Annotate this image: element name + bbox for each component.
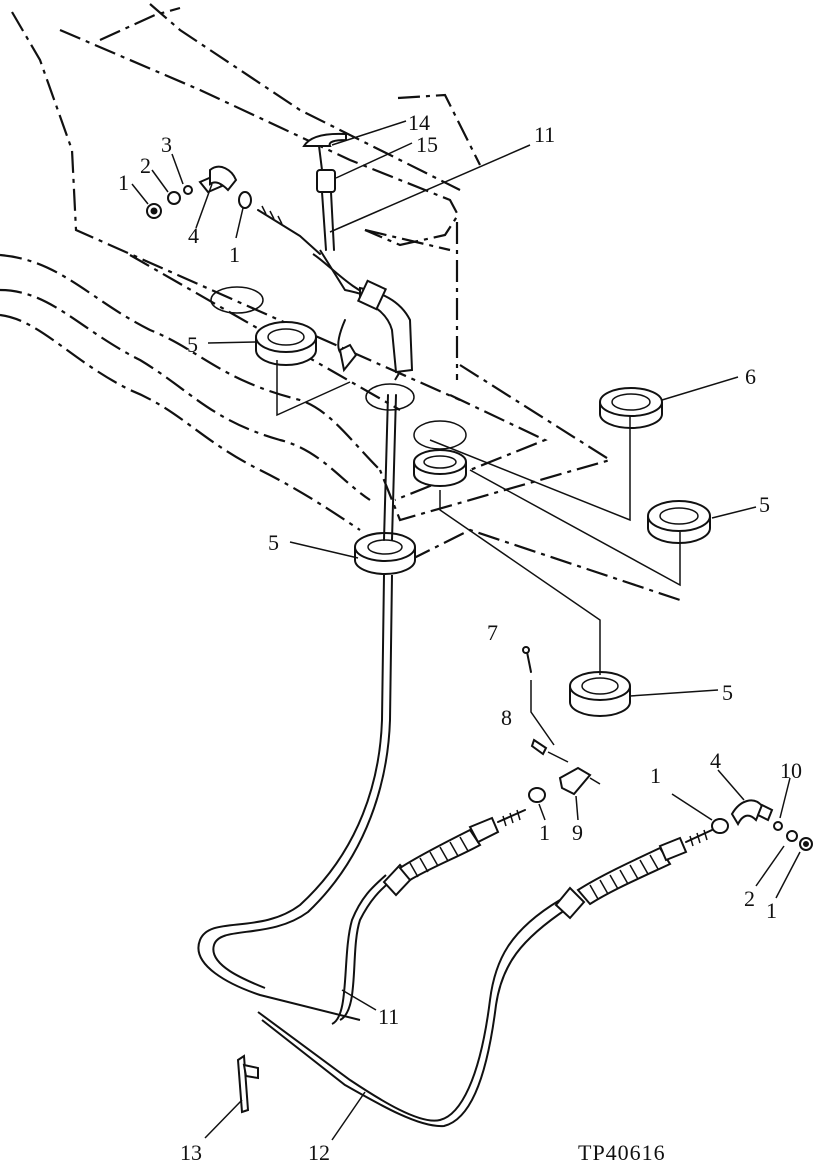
leader-lines	[131, 120, 801, 1141]
callout-1-b: 1	[229, 242, 240, 267]
grommet-5-upper-left	[255, 321, 317, 366]
lockwasher-3	[183, 185, 193, 195]
callout-4: 4	[188, 223, 199, 248]
callout-1: 1	[118, 170, 129, 195]
callout-7: 7	[487, 620, 498, 645]
elbow-4	[209, 165, 238, 192]
washer-2	[167, 191, 181, 205]
callout-15: 15	[416, 132, 438, 157]
callout-3: 3	[161, 132, 172, 157]
grommet-5-right	[647, 500, 711, 544]
callout-5-b: 5	[759, 492, 770, 517]
grommet-5-lower	[569, 671, 631, 717]
plate-hole	[210, 286, 264, 314]
nut-1-right	[711, 818, 729, 834]
cable-tie-13	[236, 1054, 259, 1114]
clip	[338, 343, 358, 373]
nut-1-mid	[528, 787, 546, 803]
callout-1-e: 1	[766, 898, 777, 923]
callout-14: 14	[408, 110, 430, 135]
bracket-parts	[522, 646, 601, 796]
callout-4-b: 4	[710, 748, 721, 773]
callout-12: 12	[308, 1140, 330, 1164]
cable-routing	[197, 574, 569, 1128]
grommet-5-plate	[413, 449, 467, 487]
grommet-6	[599, 387, 663, 429]
callout-5-a: 5	[187, 332, 198, 357]
nut-15	[316, 169, 336, 193]
callout-13: 13	[180, 1140, 202, 1164]
figure-reference-code: TP40616	[578, 1140, 666, 1164]
callout-11: 11	[534, 122, 555, 147]
callout-2-b: 2	[744, 886, 755, 911]
callout-8: 8	[501, 705, 512, 730]
callout-1-d: 1	[650, 763, 661, 788]
callouts: 1 2 3 4 1 14 15 11 5 6 5 5 5 7 8 1 9 1 4…	[118, 110, 802, 1164]
plate-hole	[365, 383, 415, 411]
elbow-4-right	[730, 799, 764, 827]
upper-hardware	[146, 165, 321, 255]
callout-10: 10	[780, 758, 802, 783]
frame-outline	[0, 3, 681, 602]
bolt-8	[530, 738, 548, 756]
callout-1-c: 1	[539, 820, 550, 845]
callout-2: 2	[140, 153, 151, 178]
callout-5-d: 5	[722, 680, 733, 705]
cable-end-right	[554, 799, 813, 920]
nut-1-upper	[238, 191, 252, 209]
grommet-leader-lines	[276, 360, 681, 675]
callout-6: 6	[745, 364, 756, 389]
callout-9: 9	[572, 820, 583, 845]
washer-2-right	[786, 830, 798, 842]
cable-end-left	[382, 787, 546, 897]
grommet-5-center-left	[354, 532, 416, 575]
clip-10	[773, 821, 783, 831]
callout-11-b: 11	[378, 1004, 399, 1029]
pin-7	[522, 646, 530, 654]
callout-5-c: 5	[268, 530, 279, 555]
block-9	[558, 766, 592, 796]
t-handle-assembly	[302, 132, 414, 541]
